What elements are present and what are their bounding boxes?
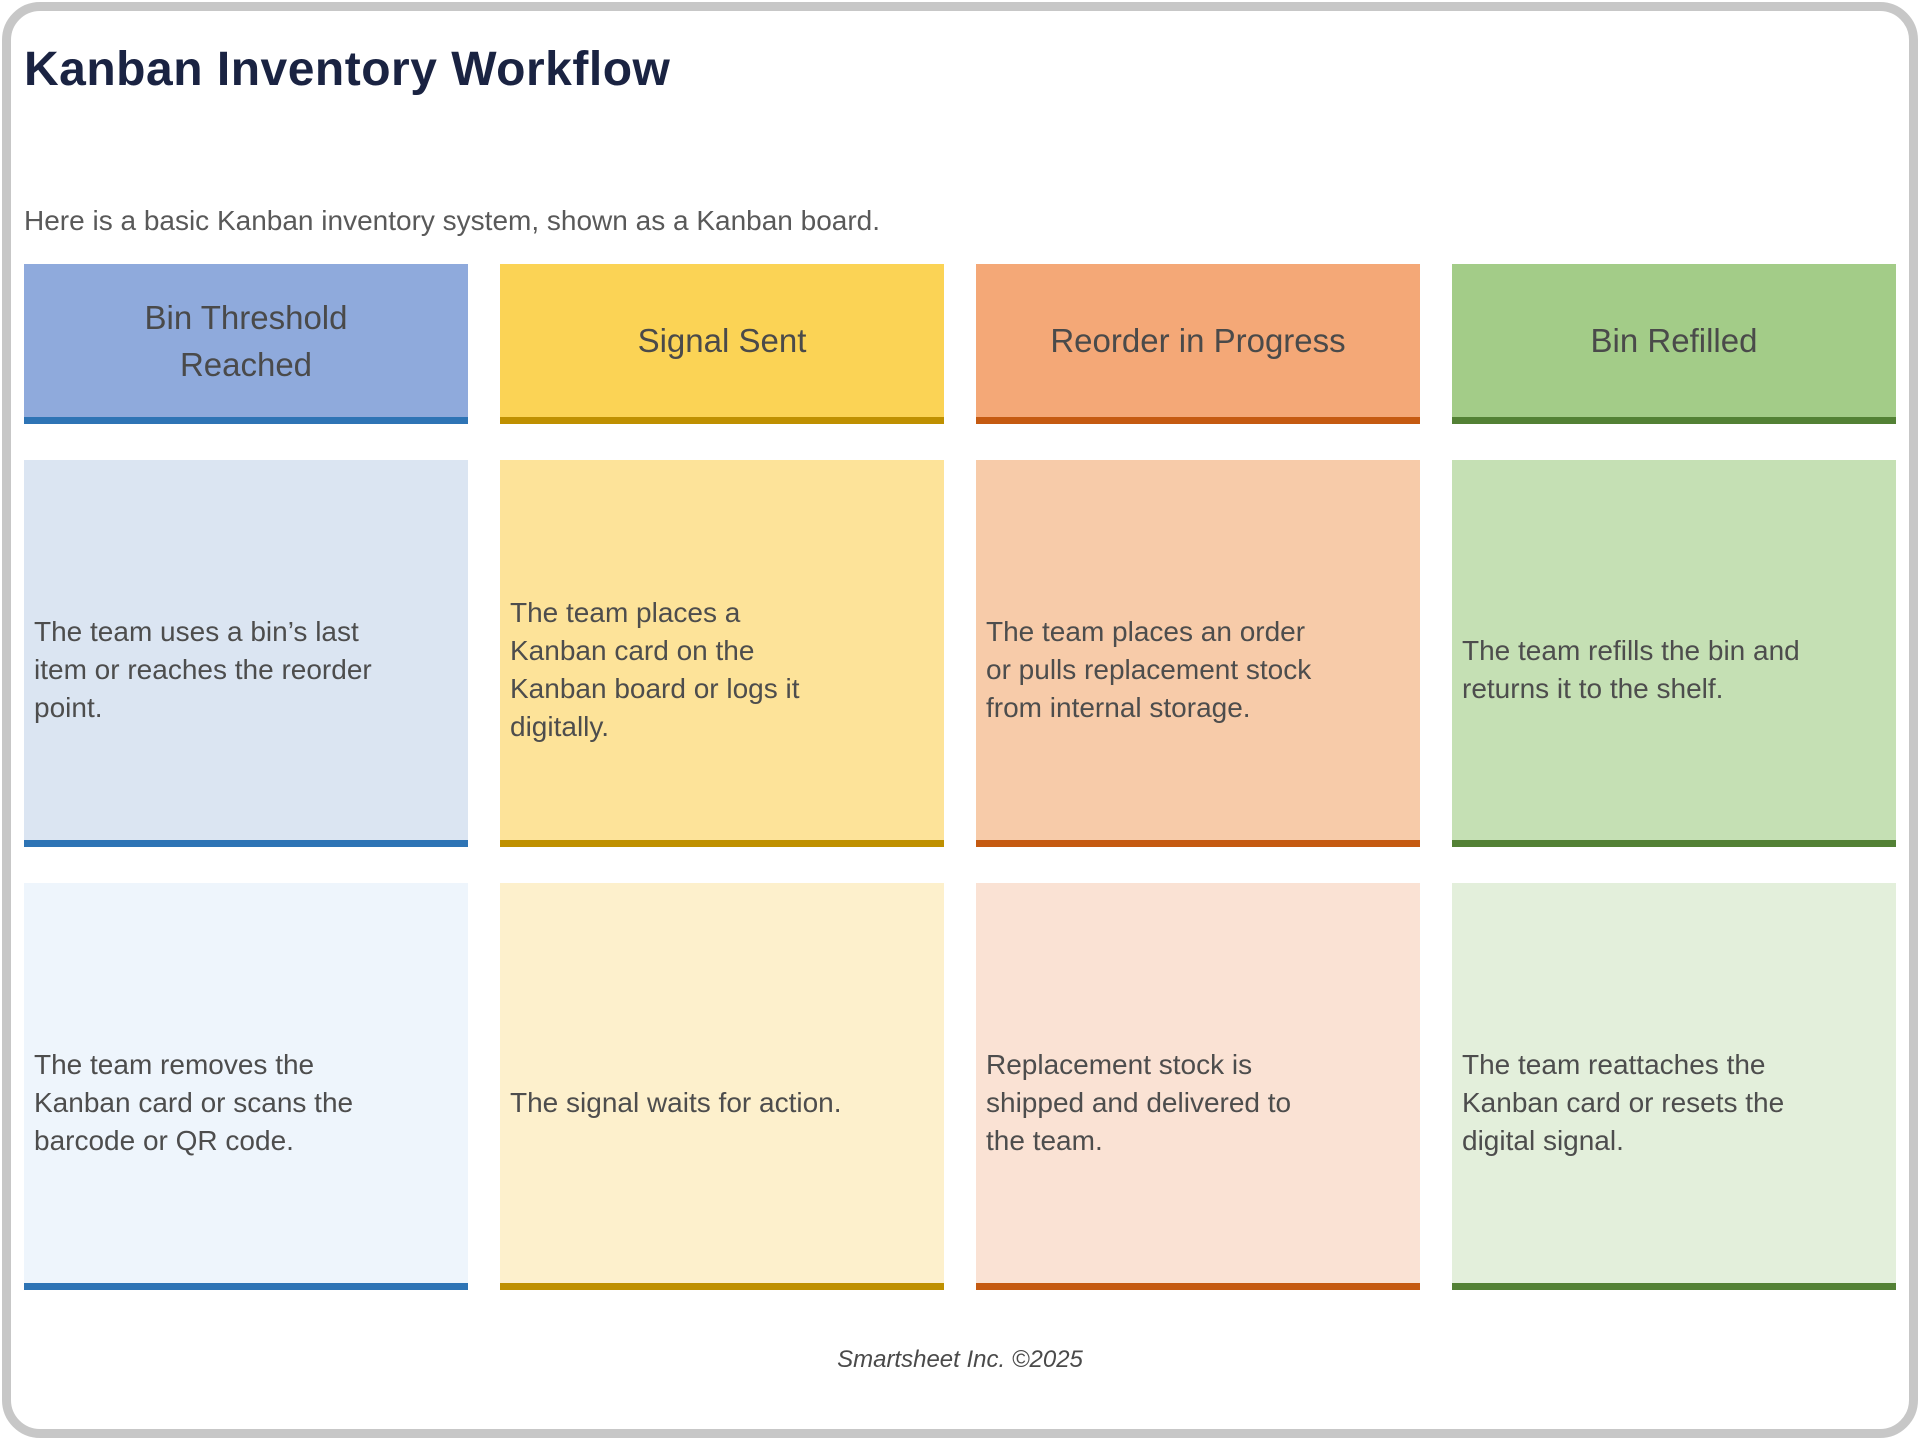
card-text: The team places an order or pulls replac… [986,616,1312,723]
column-header-label: Reorder in Progress [1050,322,1346,359]
kanban-column-bin-threshold-reached: Bin Threshold Reached The team uses a bi… [24,264,468,1290]
kanban-board: Bin Threshold Reached The team uses a bi… [24,264,1896,1290]
card-text: The signal waits for action. [510,1087,842,1118]
card-text: The team reattaches the Kanban card or r… [1462,1049,1785,1156]
column-header: Bin Threshold Reached [24,264,468,424]
kanban-card: The team removes the Kanban card or scan… [24,883,468,1290]
kanban-card: The team uses a bin’s last item or reach… [24,460,468,847]
kanban-column-signal-sent: Signal Sent The team places a Kanban car… [500,264,944,1290]
card-text: The team refills the bin and returns it … [1462,635,1800,704]
card-text: The team removes the Kanban card or scan… [34,1049,354,1156]
footer-copyright: Smartsheet Inc. ©2025 [837,1346,1083,1373]
page-content: Kanban Inventory Workflow Here is a basi… [24,43,1896,1373]
kanban-card: Replacement stock is shipped and deliver… [976,883,1420,1290]
card-text: The team uses a bin’s last item or reach… [34,616,372,723]
kanban-card: The team reattaches the Kanban card or r… [1452,883,1896,1290]
page-title: Kanban Inventory Workflow [24,43,671,96]
kanban-column-reorder-in-progress: Reorder in Progress The team places an o… [976,264,1420,1290]
column-header-label: Bin Threshold Reached [144,298,348,383]
kanban-card: The team refills the bin and returns it … [1452,460,1896,847]
column-header: Bin Refilled [1452,264,1896,424]
card-text: Replacement stock is shipped and deliver… [986,1049,1292,1156]
column-header-label: Signal Sent [637,322,807,359]
column-header: Reorder in Progress [976,264,1420,424]
page-subtitle: Here is a basic Kanban inventory system,… [24,205,881,236]
column-header-label: Bin Refilled [1590,322,1758,359]
card-text: The team places a Kanban card on the Kan… [510,597,800,742]
kanban-card: The team places an order or pulls replac… [976,460,1420,847]
kanban-card: The signal waits for action. [500,883,944,1290]
kanban-column-bin-refilled: Bin Refilled The team refills the bin an… [1452,264,1896,1290]
column-header: Signal Sent [500,264,944,424]
kanban-card: The team places a Kanban card on the Kan… [500,460,944,847]
